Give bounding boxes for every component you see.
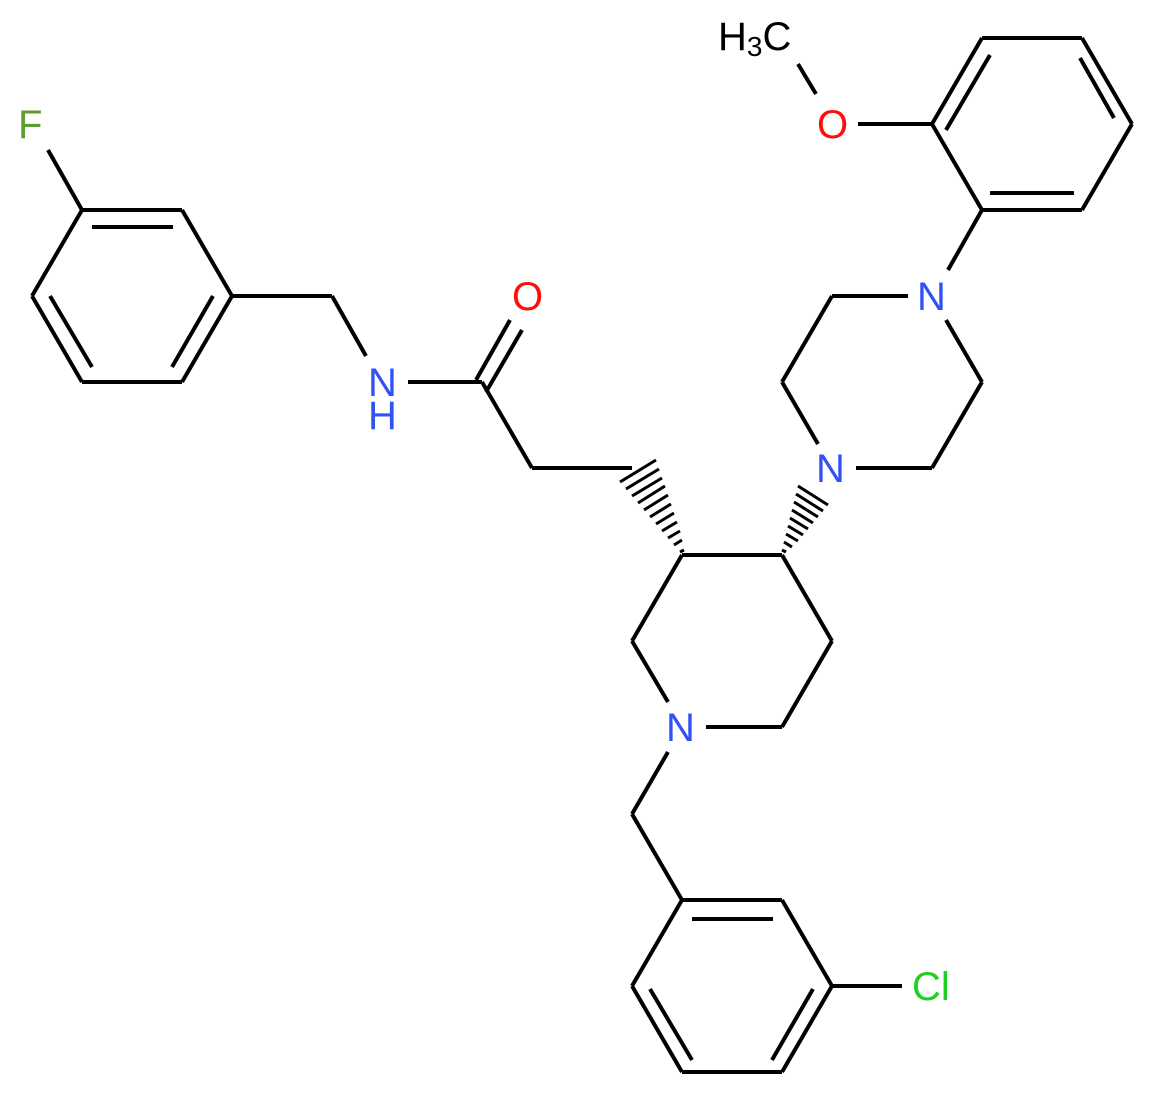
chlorophenyl-ring [630,898,834,1074]
ether-oxygen: O [817,103,848,147]
carbonyl-oxygen: O [512,275,543,319]
piperidine-ring [630,553,834,729]
chlorine-atom: Cl [912,965,950,1009]
piperidine-nitrogen: N [666,706,695,750]
hashed-wedge-c4-n [781,484,829,554]
piperazine-nitrogen-bottom: N [816,447,845,491]
methyl-label: H3C [718,15,791,62]
methoxyphenyl-ring [930,36,1134,212]
bonds [30,36,1134,1074]
atom-labels: H3C O F O N H N N N Cl [18,15,950,1009]
fluorine-atom: F [18,103,42,147]
hashed-wedge-c3-ch2 [619,458,685,554]
amide-hydrogen: H [368,394,397,438]
fluorophenyl-ring [30,208,234,384]
amide-nitrogen: N [368,361,397,405]
piperazine-ring [780,294,984,470]
piperazine-nitrogen-top: N [917,275,946,319]
